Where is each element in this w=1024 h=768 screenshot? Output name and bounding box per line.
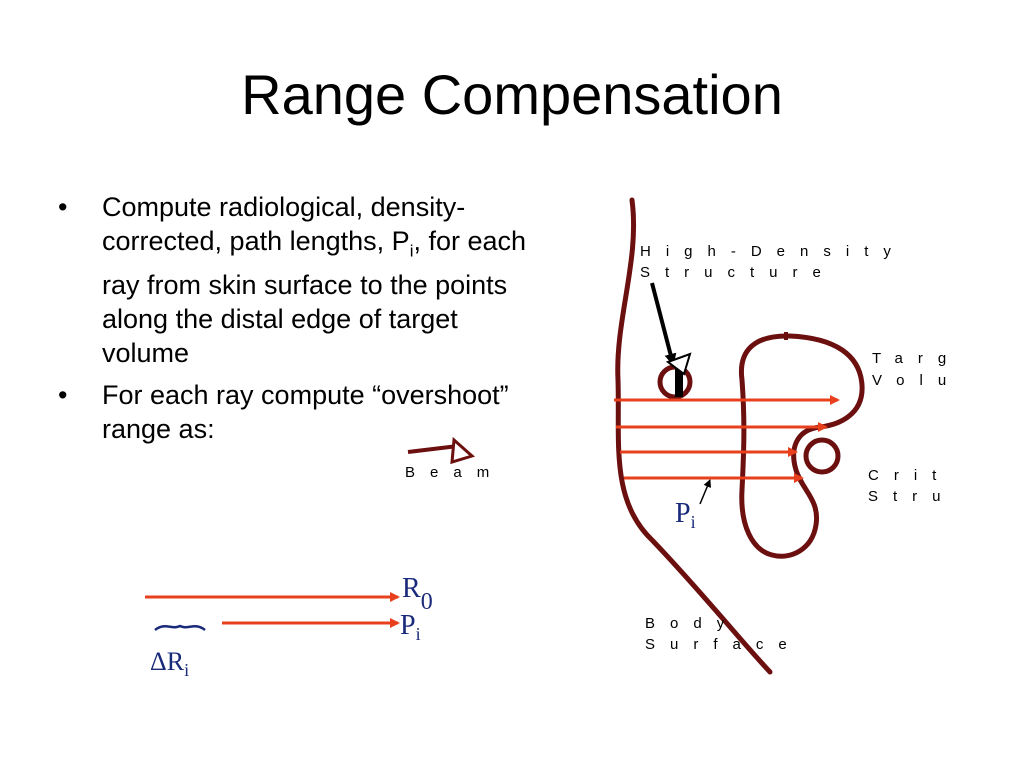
target-volume-contour bbox=[738, 333, 865, 559]
path-length-label: Pi bbox=[675, 498, 696, 532]
delta-r-symbol: ΔR bbox=[150, 647, 185, 676]
bullet-list: • Compute radiological, density-correcte… bbox=[58, 190, 548, 454]
delta-r-subscript: i bbox=[184, 660, 189, 680]
path-length-symbol: P bbox=[675, 498, 691, 529]
delta-range-brace bbox=[154, 624, 206, 632]
beam-label: Beam bbox=[405, 464, 504, 481]
body-surface-label-line2: Surface bbox=[645, 636, 802, 653]
bullet-1-text-a: Compute radiological, density-corrected,… bbox=[102, 192, 466, 256]
bullet-2-text: For each ray compute “overshoot” range a… bbox=[102, 380, 509, 445]
bullet-1-text-b: , for each ray from skin surface to the … bbox=[102, 226, 527, 369]
high-density-structure-core bbox=[675, 367, 683, 397]
path-length-pointer bbox=[699, 479, 711, 505]
body-surface-contour bbox=[615, 197, 773, 675]
pi-label: Pi bbox=[400, 610, 421, 644]
r0-label: R0 bbox=[402, 573, 433, 615]
r0-subscript: 0 bbox=[421, 589, 433, 615]
pi-subscript: i bbox=[416, 624, 421, 644]
pointer-outline-head bbox=[665, 352, 692, 376]
high-density-pointer-arrow bbox=[650, 282, 677, 366]
r0-symbol: R bbox=[402, 573, 421, 604]
pi-symbol: P bbox=[400, 610, 416, 641]
bullet-item-2: • For each ray compute “overshoot” range… bbox=[58, 378, 548, 446]
target-volume-label-line2: Volu bbox=[872, 372, 961, 389]
critical-structure-label-line2: Stru bbox=[868, 488, 956, 505]
beam-arrow-head bbox=[450, 436, 476, 465]
critical-structure-label-line1: Crit bbox=[868, 467, 951, 484]
slide-title: Range Compensation bbox=[241, 63, 783, 126]
bullet-1-subscript: i bbox=[409, 241, 414, 261]
body-surface-label-line1: Body bbox=[645, 615, 739, 632]
critical-structure-circle bbox=[803, 437, 841, 475]
high-density-label-line1: High-Density bbox=[640, 243, 906, 260]
beam-direction-arrow bbox=[407, 444, 459, 454]
bullet-dot: • bbox=[58, 380, 68, 411]
delta-r-label: ΔRi bbox=[150, 647, 189, 680]
bullet-dot: • bbox=[58, 192, 68, 222]
path-length-subscript: i bbox=[691, 512, 696, 532]
high-density-label-line2: Structure bbox=[640, 264, 836, 281]
bullet-item-1: • Compute radiological, density-correcte… bbox=[58, 190, 548, 370]
target-volume-label-line1: Targ bbox=[872, 350, 961, 367]
